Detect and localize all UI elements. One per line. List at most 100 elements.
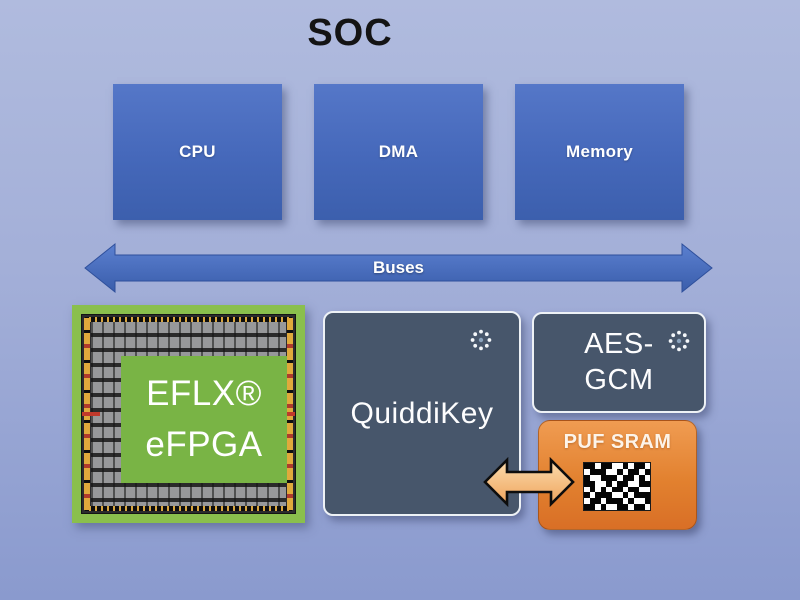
sram-cell xyxy=(639,480,645,487)
sram-cell xyxy=(644,468,650,475)
sram-cell xyxy=(639,492,645,499)
dots-diamond-icon xyxy=(470,329,492,351)
sram-cell xyxy=(617,480,623,487)
aes-gcm-label: AES- GCM xyxy=(534,314,704,411)
sram-cell xyxy=(606,474,612,481)
sram-cell xyxy=(639,486,645,493)
bond-pads-top xyxy=(85,317,292,322)
sram-cell xyxy=(606,486,612,493)
sram-cell xyxy=(611,504,617,510)
sram-cell xyxy=(600,480,606,487)
sram-cell xyxy=(644,486,650,493)
sram-cell xyxy=(589,504,595,510)
sram-cell xyxy=(639,474,645,481)
aes-gcm-label-line1: AES- xyxy=(584,328,654,361)
cpu-block: CPU xyxy=(113,84,282,220)
sram-cell xyxy=(584,498,590,505)
sram-cell xyxy=(622,504,628,510)
sram-cell xyxy=(589,463,595,469)
sram-cell xyxy=(633,498,639,505)
memory-label: Memory xyxy=(566,142,633,161)
bidirectional-arrow-icon xyxy=(483,457,575,507)
sram-cell xyxy=(606,480,612,487)
sram-cell xyxy=(584,463,590,469)
sram-cell xyxy=(600,486,606,493)
sram-cell xyxy=(595,474,601,481)
sram-cell xyxy=(584,480,590,487)
sram-cell xyxy=(622,498,628,505)
sram-cell xyxy=(633,492,639,499)
aes-gcm-label-line2: GCM xyxy=(584,363,654,396)
sram-cell xyxy=(600,504,606,510)
sram-cell xyxy=(633,504,639,510)
sram-cell xyxy=(606,463,612,469)
sram-cell xyxy=(595,504,601,510)
sram-cell xyxy=(628,504,634,510)
sram-cell xyxy=(628,463,634,469)
sram-cell xyxy=(606,468,612,475)
sram-cell xyxy=(600,498,606,505)
sram-cell xyxy=(628,474,634,481)
page-title: SOC xyxy=(307,12,393,54)
sram-cell xyxy=(617,504,623,510)
sram-cell xyxy=(617,486,623,493)
buses-arrow: Buses xyxy=(84,242,713,294)
sram-noise-pattern-icon xyxy=(583,462,651,511)
cpu-label: CPU xyxy=(179,142,216,161)
sram-cell xyxy=(633,463,639,469)
sram-cell xyxy=(606,498,612,505)
sram-cell xyxy=(606,492,612,499)
sram-cell xyxy=(617,474,623,481)
sram-cell xyxy=(595,486,601,493)
sram-cell xyxy=(617,468,623,475)
sram-cell xyxy=(611,486,617,493)
dots-diamond-icon xyxy=(668,330,690,352)
sram-cell xyxy=(644,463,650,469)
sram-cell xyxy=(628,498,634,505)
dma-block: DMA xyxy=(314,84,483,220)
sram-cell xyxy=(584,486,590,493)
sram-cell xyxy=(644,498,650,505)
sram-cell xyxy=(628,480,634,487)
buses-label: Buses xyxy=(372,258,425,277)
sram-cell xyxy=(595,468,601,475)
aes-gcm-block: AES- GCM xyxy=(532,312,706,413)
sram-cell xyxy=(644,474,650,481)
efpga-chip: EFLX® eFPGA xyxy=(72,305,305,523)
sram-cell xyxy=(600,474,606,481)
sram-cell xyxy=(639,504,645,510)
sram-cell xyxy=(639,463,645,469)
sram-cell xyxy=(622,486,628,493)
sram-cell xyxy=(589,486,595,493)
efpga-label-line2: eFPGA xyxy=(145,424,263,464)
sram-cell xyxy=(628,486,634,493)
sram-cell xyxy=(611,474,617,481)
sram-cell xyxy=(600,468,606,475)
sram-cell xyxy=(595,492,601,499)
sram-cell xyxy=(589,468,595,475)
sram-cell xyxy=(584,504,590,510)
sram-cell xyxy=(600,463,606,469)
die-marker-left xyxy=(82,412,100,416)
sram-cell xyxy=(589,498,595,505)
sram-cell xyxy=(617,498,623,505)
quiddikey-label: QuiddiKey xyxy=(350,396,494,430)
sram-cell xyxy=(595,480,601,487)
sram-cell xyxy=(589,480,595,487)
sram-cell xyxy=(622,492,628,499)
sram-cell xyxy=(633,474,639,481)
sram-cell xyxy=(639,468,645,475)
chip-die-photo: EFLX® eFPGA xyxy=(81,314,296,514)
sram-cell xyxy=(611,498,617,505)
sram-cell xyxy=(622,474,628,481)
sram-cell xyxy=(622,480,628,487)
efpga-label: EFLX® eFPGA xyxy=(121,356,287,483)
sram-cell xyxy=(611,492,617,499)
sram-cell xyxy=(611,463,617,469)
puf-sram-label: PUF SRAM xyxy=(563,431,672,453)
sram-cell xyxy=(611,480,617,487)
sram-cell xyxy=(595,498,601,505)
sram-cell xyxy=(595,463,601,469)
sram-cell xyxy=(622,468,628,475)
